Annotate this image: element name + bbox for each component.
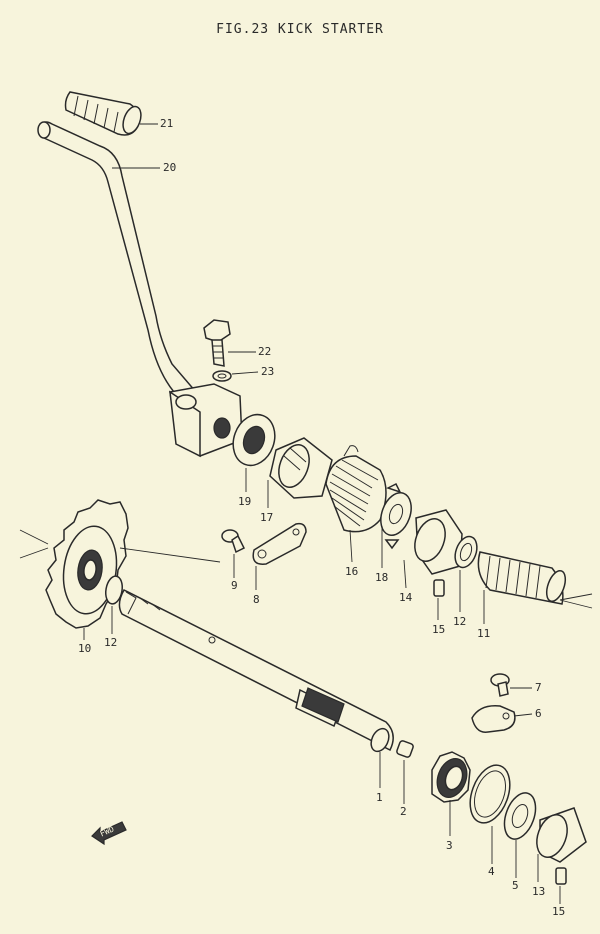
part-13-bushing: [536, 807, 587, 863]
part-18-retainer: [380, 482, 412, 550]
part-7-screw: [490, 673, 510, 697]
part-12-washer-lower: [105, 575, 123, 605]
fwd-arrow-icon: [91, 821, 127, 846]
callout-16: 16: [345, 565, 359, 578]
part-14-ratchet: [414, 509, 463, 575]
callout-12-upper: 12: [453, 615, 467, 628]
part-19-oil-seal: [232, 413, 276, 467]
part-16-return-spring: [325, 445, 387, 533]
callout-11: 11: [477, 627, 491, 640]
part-3-drive-gear: [431, 751, 471, 803]
part-12-washer-upper: [454, 535, 478, 569]
part-23-washer: [212, 370, 232, 382]
callout-19: 19: [238, 495, 252, 508]
callout-14: 14: [399, 591, 413, 604]
assembly-lines: [19, 529, 593, 609]
part-5-washer: [503, 792, 537, 840]
part-6-stopper-plate: [471, 705, 516, 733]
callout-17: 17: [260, 511, 274, 524]
part-4-spring-washer: [469, 764, 511, 824]
figure-title: FIG.23 KICK STARTER: [216, 22, 384, 37]
callout-23: 23: [261, 365, 275, 378]
callout-13: 13: [532, 885, 546, 898]
callout-20: 20: [163, 161, 177, 174]
part-11-spring: [477, 551, 567, 605]
callout-21: 21: [160, 117, 174, 130]
callout-15-upper: 15: [432, 623, 446, 636]
callout-6: 6: [535, 707, 542, 720]
part-15-pin-lower: [555, 867, 567, 885]
callout-10: 10: [78, 642, 92, 655]
callout-9: 9: [231, 579, 238, 592]
part-10-kick-gear: [45, 499, 129, 629]
callout-2: 2: [400, 805, 407, 818]
part-20-kick-lever: [37, 121, 243, 458]
callout-12-lower: 12: [104, 636, 118, 649]
callout-18: 18: [375, 571, 389, 584]
part-1-kick-shaft: [118, 589, 394, 753]
leader-lines: [83, 123, 561, 904]
callout-15-lower: 15: [552, 905, 566, 918]
part-2-pin: [396, 740, 414, 758]
callout-4: 4: [488, 865, 495, 878]
callout-7: 7: [535, 681, 542, 694]
callout-22: 22: [258, 345, 272, 358]
callout-3: 3: [446, 839, 453, 852]
part-8-guide-plate: [252, 522, 307, 565]
callout-8: 8: [253, 593, 260, 606]
part-9-screw: [221, 529, 246, 554]
part-21-kick-grip: [64, 91, 142, 136]
callout-1: 1: [376, 791, 383, 804]
part-15-pin-upper: [433, 579, 445, 597]
part-17-spring-guide: [269, 437, 333, 499]
callout-5: 5: [512, 879, 519, 892]
part-22-bolt: [203, 319, 231, 367]
